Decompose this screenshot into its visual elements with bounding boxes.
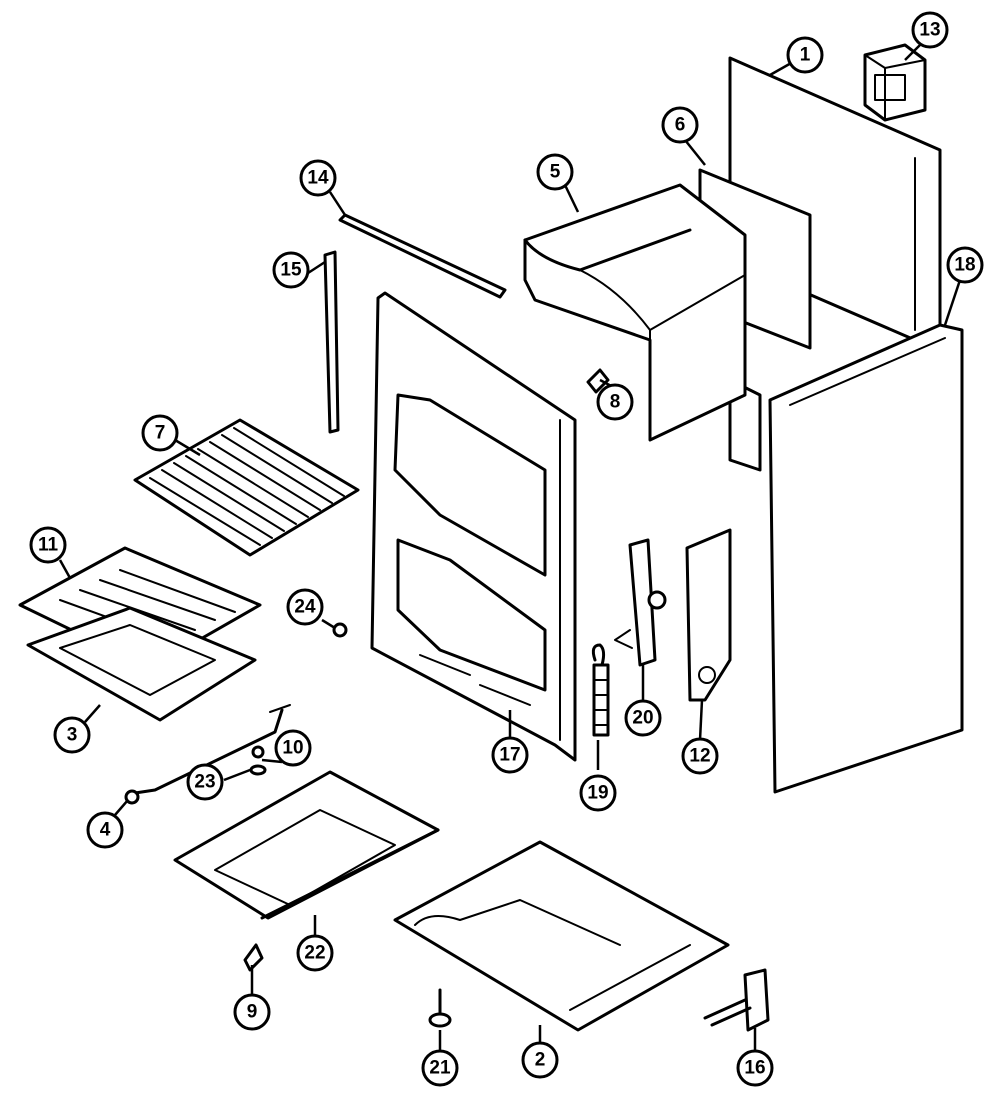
svg-text:16: 16 (744, 1058, 765, 1079)
callout-18: 18 (946, 246, 984, 284)
part-spring (591, 643, 610, 737)
svg-text:12: 12 (689, 746, 710, 767)
callout-2: 2 (521, 1041, 559, 1079)
callout-21: 21 (421, 1049, 459, 1087)
part-front-frame (370, 291, 577, 762)
svg-text:11: 11 (38, 535, 59, 556)
callout-12: 12 (681, 737, 719, 775)
svg-text:10: 10 (282, 738, 303, 759)
svg-text:14: 14 (307, 168, 329, 189)
part-clip-8 (586, 368, 610, 394)
svg-text:1: 1 (800, 45, 811, 66)
part-screw-10 (251, 745, 265, 759)
svg-text:19: 19 (587, 783, 608, 804)
callout-11: 11 (29, 526, 67, 564)
svg-text:7: 7 (155, 423, 166, 444)
callout-3: 3 (53, 716, 91, 754)
callout-22: 22 (296, 934, 334, 972)
part-oven-liner (523, 183, 747, 442)
callout-19: 19 (579, 774, 617, 812)
callout-10: 10 (274, 729, 312, 767)
svg-text:2: 2 (535, 1050, 546, 1071)
callout-13: 13 (911, 11, 949, 49)
callout-17: 17 (491, 736, 529, 774)
part-anti-tip-bracket (703, 968, 770, 1032)
callout-14: 14 (299, 159, 337, 197)
part-washer-23 (249, 764, 267, 776)
part-broiler-pan (26, 606, 257, 722)
part-bottom-panel (393, 840, 730, 1032)
svg-text:8: 8 (610, 392, 621, 413)
callout-20: 20 (624, 699, 662, 737)
callout-24: 24 (286, 588, 324, 626)
svg-text:6: 6 (675, 115, 686, 136)
callout-8: 8 (596, 383, 634, 421)
part-bracket-9 (243, 943, 264, 972)
svg-text:15: 15 (280, 260, 302, 281)
callout-15: 15 (272, 251, 310, 289)
svg-text:17: 17 (499, 745, 520, 766)
part-side-trim (323, 250, 340, 434)
part-side-panel (768, 323, 964, 794)
svg-text:22: 22 (304, 943, 325, 964)
svg-text:20: 20 (632, 708, 653, 729)
part-leveling-leg (428, 988, 452, 1028)
callout-9: 9 (233, 993, 271, 1031)
part-screw-24 (332, 622, 348, 638)
callout-5: 5 (536, 153, 574, 191)
callouts: 1 2 3 4 5 6 7 8 9 10 11 12 13 14 15 16 1… (29, 11, 984, 1087)
callout-23: 23 (186, 763, 224, 801)
leader-lines (58, 44, 962, 1052)
part-burner-rod (124, 704, 291, 805)
part-junction-box (863, 43, 927, 122)
callout-4: 4 (86, 811, 124, 849)
svg-text:5: 5 (550, 162, 561, 183)
svg-text:3: 3 (67, 725, 78, 746)
svg-text:23: 23 (194, 772, 215, 793)
part-hinge (614, 538, 667, 667)
part-oven-rack (133, 418, 360, 557)
svg-text:9: 9 (247, 1002, 258, 1023)
svg-text:18: 18 (954, 255, 975, 276)
svg-text:24: 24 (294, 597, 316, 618)
part-top-trim (338, 213, 507, 299)
svg-text:13: 13 (919, 20, 940, 41)
part-burner-tray (173, 770, 440, 920)
part-hinge-receptacle (685, 528, 732, 702)
callout-7: 7 (141, 414, 179, 452)
callout-16: 16 (736, 1049, 774, 1087)
svg-text:21: 21 (429, 1058, 451, 1079)
callout-1: 1 (786, 36, 824, 74)
callout-6: 6 (661, 106, 699, 144)
svg-text:4: 4 (100, 820, 111, 841)
